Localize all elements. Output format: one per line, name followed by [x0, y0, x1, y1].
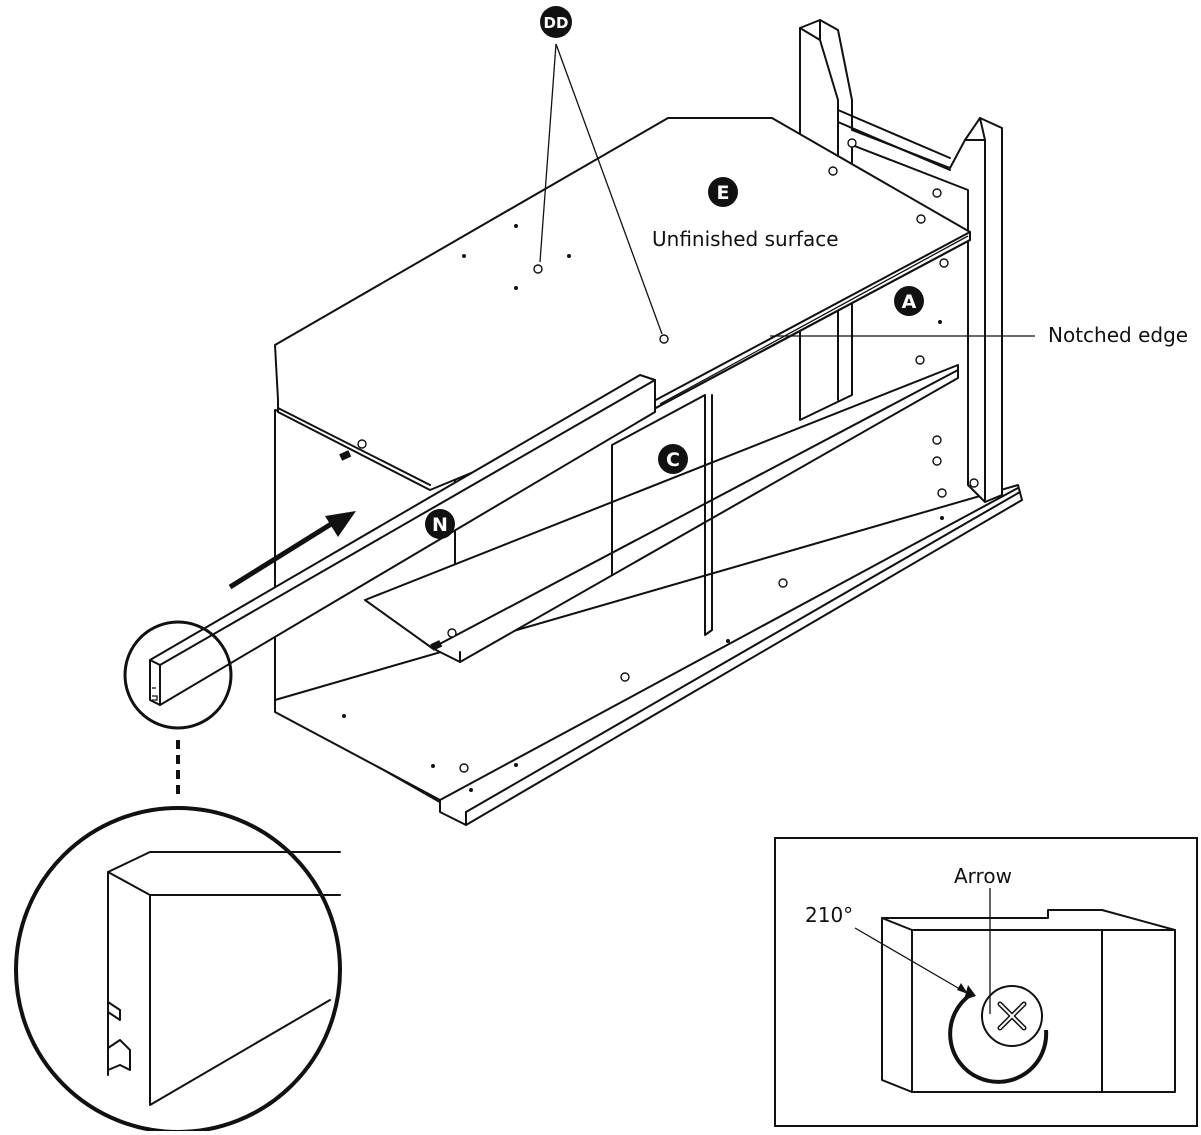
- badge-n: N: [425, 509, 455, 539]
- middle-shelf: [364, 364, 959, 663]
- badge-dd: DD: [540, 6, 572, 38]
- bottom-panel: [274, 484, 1023, 826]
- arrow-label: Arrow: [954, 864, 1012, 888]
- svg-text:N: N: [432, 514, 448, 536]
- svg-text:A: A: [902, 291, 917, 313]
- dd-leader-lines: [539, 43, 663, 335]
- badge-a: A: [894, 286, 924, 316]
- dowels: [339, 450, 443, 651]
- svg-text:C: C: [666, 449, 680, 471]
- unfinished-surface-label: Unfinished surface: [652, 227, 839, 251]
- detail-magnifier: [14, 620, 342, 1134]
- back-strip-n: [149, 374, 656, 706]
- notched-edge-label: Notched edge: [1048, 323, 1188, 347]
- insertion-arrow: [228, 511, 356, 590]
- angle-label: 210°: [805, 903, 853, 927]
- badge-e: E: [708, 177, 738, 207]
- cam-locks: [357, 138, 979, 773]
- holes: [342, 224, 944, 792]
- svg-text:DD: DD: [544, 14, 569, 32]
- top-panel-e: [274, 117, 971, 491]
- cam-rotation-inset: Arrow 210°: [774, 837, 1198, 1127]
- badge-c: C: [658, 444, 688, 474]
- svg-text:E: E: [717, 182, 730, 204]
